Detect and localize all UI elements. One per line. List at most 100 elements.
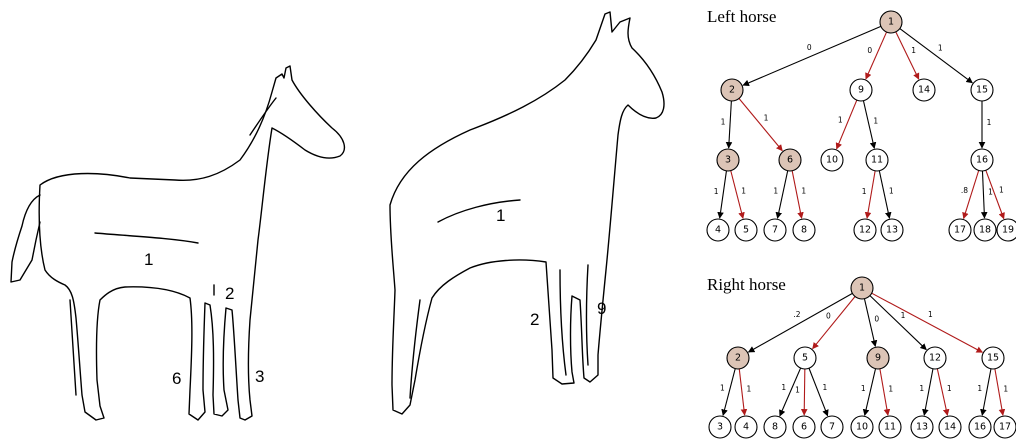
tree-node-label: 19 [1002, 225, 1014, 236]
tree-edge [720, 171, 727, 218]
tree-node-label: 16 [976, 155, 988, 166]
right-horse-belly-line [438, 200, 520, 222]
tree-edge-label: 1 [781, 383, 786, 392]
tree-edge-label: 1 [764, 114, 769, 123]
tree-node-label: 5 [743, 225, 749, 236]
tree-edge-label: 0 [867, 46, 872, 55]
tree-node-label: 1 [888, 17, 894, 28]
tree-edge-label: 1 [822, 383, 827, 392]
tree-node-label: 13 [916, 422, 928, 433]
right-horse-part-label: 9 [597, 299, 606, 318]
tree-edge-label: 1 [838, 115, 843, 124]
tree-edge-label: .2 [793, 310, 800, 319]
tree-edge-label: 1 [999, 186, 1004, 195]
tree-node-label: 8 [772, 422, 778, 433]
tree-node-label: 11 [871, 155, 883, 166]
tree-edge-label: 1 [947, 384, 952, 393]
tree-node-label: 14 [944, 422, 956, 433]
tree-edge [896, 32, 919, 79]
tree-edge-label: 1 [911, 46, 916, 55]
tree-edge-label: 1 [714, 187, 719, 196]
right-horse-silhouette [390, 12, 664, 414]
tree-node-label: 6 [787, 155, 793, 166]
tree-node-label: 12 [859, 225, 871, 236]
tree-node-label: 12 [929, 353, 941, 364]
tree-edge-label: 1 [773, 187, 778, 196]
tree-node-label: 11 [884, 422, 896, 433]
tree-edge-label: 1 [938, 44, 943, 53]
tree-node-label: 10 [826, 155, 838, 166]
tree-edge [739, 98, 782, 150]
tree-edge-label: 1 [889, 187, 894, 196]
tree-edge [866, 32, 887, 79]
tree-edge-label: 0 [826, 312, 831, 321]
tree-edge [723, 369, 735, 416]
tree-edge [924, 369, 933, 415]
tree-edge [809, 368, 828, 416]
right-horse-part-label: 1 [496, 206, 505, 225]
tree-edge [872, 293, 983, 352]
tree-node-label: 14 [918, 85, 930, 96]
tree-edge [739, 369, 744, 415]
tree-node-label: 16 [974, 422, 986, 433]
tree-edge-label: 1 [901, 311, 906, 320]
tree-node-label: 7 [829, 422, 835, 433]
left-horse-part-label: 3 [255, 367, 264, 386]
tree-edge [778, 171, 788, 219]
tree-node-label: 3 [717, 422, 723, 433]
tree-node-label: 3 [725, 155, 731, 166]
tree-node-label: 15 [976, 85, 988, 96]
tree-edge [982, 171, 984, 218]
tree-edge [880, 369, 888, 415]
left-horse-tree: 001111111111111.811129141536101116457812… [707, 11, 1016, 241]
tree-edge [865, 369, 876, 416]
tree-node-label: 7 [772, 225, 778, 236]
right-horse-leg-inner-3 [587, 265, 589, 365]
tree-edge [867, 171, 875, 218]
left-tree-title: Left horse [707, 7, 776, 26]
tree-node-label: 9 [858, 85, 864, 96]
tree-edge-label: 1 [873, 116, 878, 125]
tree-edge [748, 293, 852, 352]
tree-edge-label: 0 [874, 314, 879, 323]
tree-edge [900, 29, 973, 83]
tree-edge-label: 1 [1003, 384, 1008, 393]
left-horse-silhouette [11, 66, 344, 420]
right-horse-part-label: 2 [530, 310, 539, 329]
tree-edge-label: 1 [747, 385, 752, 394]
tree-node-label: 13 [886, 225, 898, 236]
tree-node-label: 6 [801, 422, 807, 433]
tree-node-label: 9 [875, 353, 881, 364]
tree-node-label: 1 [859, 283, 865, 294]
tree-edge-label: 1 [919, 384, 924, 393]
tree-node-label: 18 [979, 225, 991, 236]
tree-edge-label: 1 [861, 384, 866, 393]
tree-edge-label: 1 [928, 310, 933, 319]
tree-node-label: 10 [856, 422, 868, 433]
tree-edge-label: 1 [720, 384, 725, 393]
tree-edge [729, 101, 732, 148]
tree-node-label: 15 [987, 353, 999, 364]
left-horse-part-label: 2 [225, 284, 234, 303]
right-horse-leg-inner-2 [560, 270, 566, 375]
tree-edge-label: 1 [987, 118, 992, 127]
tree-edge-label: 1 [741, 186, 746, 195]
tree-edge [743, 26, 881, 85]
right-horse-outline [390, 12, 664, 414]
tree-node-label: 8 [801, 225, 807, 236]
tree-edge-label: 1 [977, 384, 982, 393]
tree-node-label: 4 [743, 422, 749, 433]
left-horse-part-label: 1 [144, 250, 153, 269]
tree-edge [837, 100, 857, 149]
tree-node-label: 17 [954, 225, 966, 236]
tree-node-label: 17 [999, 422, 1011, 433]
tree-edge-label: 1 [795, 385, 800, 394]
tree-edge [804, 369, 805, 415]
tree-edge-label: 1 [801, 187, 806, 196]
tree-edge [982, 369, 991, 415]
tree-edge-label: 1 [862, 187, 867, 196]
left-horse-outline [39, 66, 344, 420]
left-horse-part-label: 6 [172, 369, 181, 388]
